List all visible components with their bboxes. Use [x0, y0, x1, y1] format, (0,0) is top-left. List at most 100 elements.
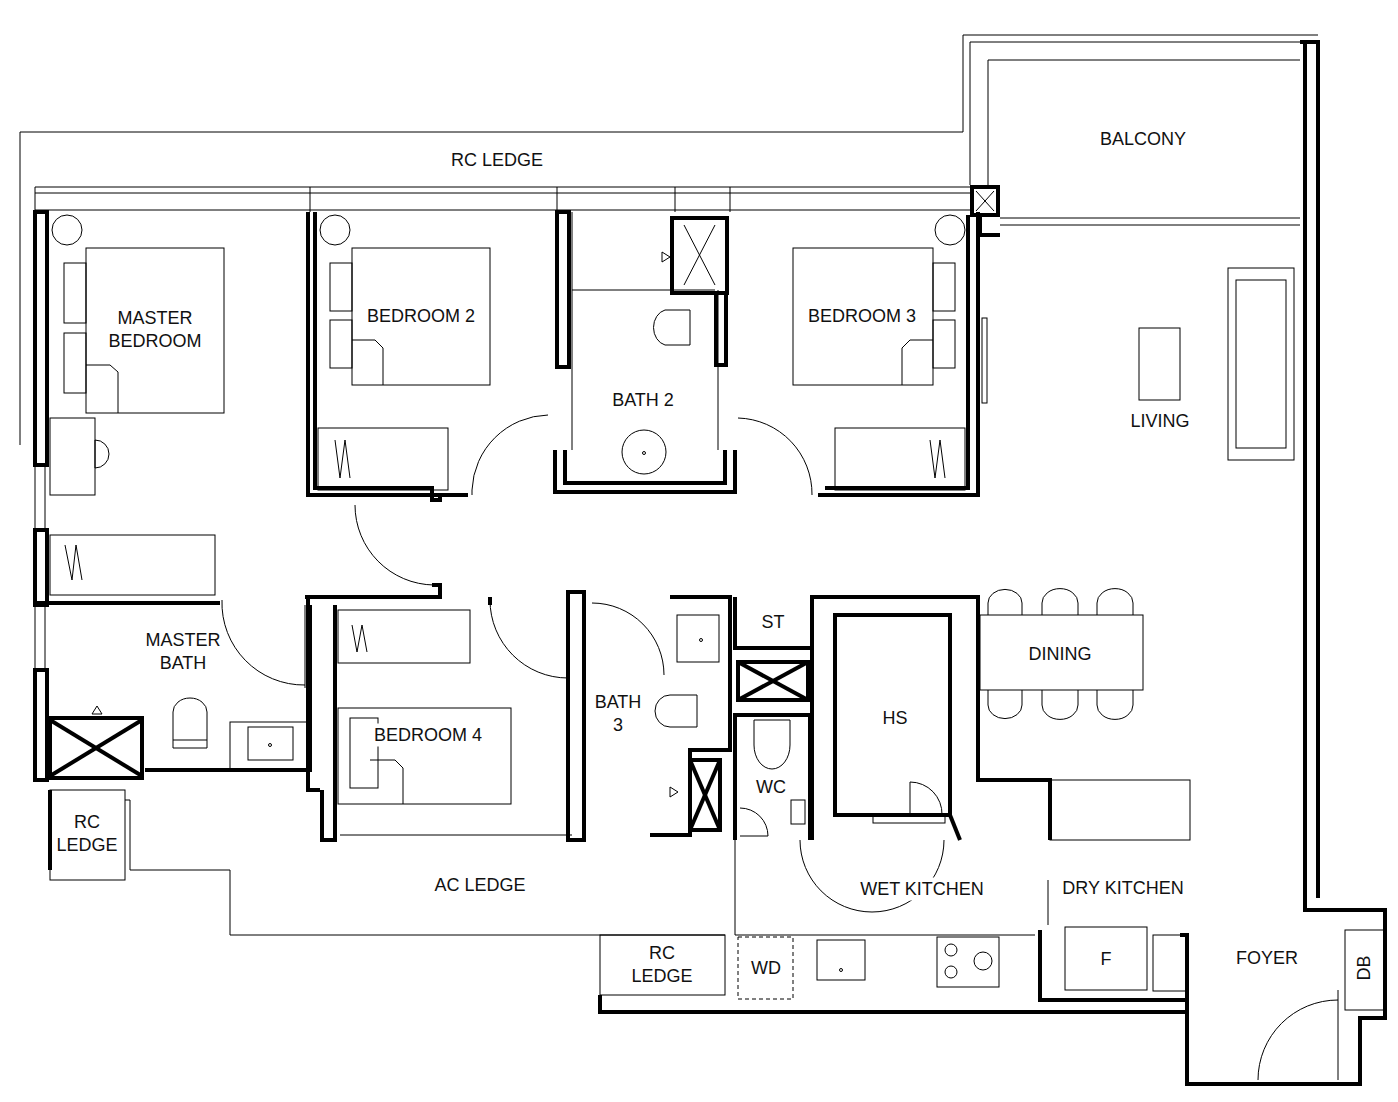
plan-rect [1139, 328, 1180, 400]
plan-polygon [670, 787, 678, 797]
room-label: BATH 3 [588, 691, 648, 737]
plan-path [173, 698, 207, 748]
room-label: MASTER BEDROOM [100, 307, 210, 353]
plan-line [1048, 880, 1049, 925]
plan-line [1338, 990, 1339, 1080]
plan-rect [64, 333, 86, 393]
plan-path [355, 505, 434, 585]
plan-rect [568, 592, 584, 840]
plan-line [50, 720, 142, 776]
plan-rect [933, 263, 955, 311]
plan-polyline [315, 212, 440, 500]
plan-circle [269, 744, 272, 747]
room-label: BATH 2 [612, 389, 674, 412]
plan-rect [50, 718, 142, 778]
room-label: MASTER BATH [138, 629, 228, 675]
plan-path [490, 600, 568, 678]
plan-line [684, 225, 715, 285]
plan-path [988, 690, 1022, 719]
room-label: DB [1353, 955, 1376, 980]
plan-line [35, 210, 970, 211]
plan-line [738, 662, 808, 700]
plan-path [1258, 1000, 1338, 1080]
plan-polyline [825, 215, 968, 488]
walls [35, 42, 1385, 1084]
plan-path [95, 440, 109, 468]
plan-path [800, 840, 944, 912]
plan-line [35, 465, 36, 530]
plan-rect [1236, 280, 1286, 448]
plan-polyline [370, 760, 403, 804]
room-label: ST [761, 611, 784, 634]
plan-line [1300, 40, 1320, 44]
plan-line [45, 605, 46, 670]
plan-rect [35, 212, 47, 465]
plan-line [35, 187, 970, 188]
plan-line [690, 760, 720, 830]
plan-line [305, 605, 306, 688]
plan-polyline [125, 800, 725, 935]
plan-path [754, 720, 790, 769]
plan-polyline [145, 605, 310, 770]
plan-path [1042, 690, 1078, 719]
plan-line [35, 193, 970, 194]
plan-polyline [308, 212, 468, 495]
plan-circle [643, 452, 646, 455]
plan-line [675, 187, 676, 212]
room-label: RC LEDGE [52, 811, 122, 857]
plan-rect [738, 662, 808, 700]
plan-path [472, 415, 548, 495]
plan-circle [974, 952, 992, 970]
room-label: WD [751, 957, 781, 980]
plan-polygon [92, 706, 102, 714]
plan-line [730, 187, 731, 212]
plan-rect [1228, 268, 1294, 460]
plan-path [222, 600, 305, 685]
room-label: WC [756, 776, 786, 799]
plan-line [45, 465, 46, 530]
plan-polyline [305, 585, 440, 597]
plan-path [1097, 690, 1133, 719]
plan-circle [945, 966, 957, 978]
plan-rect [690, 760, 720, 830]
plan-polyline [735, 597, 812, 648]
plan-polyline [322, 605, 335, 840]
room-label: BALCONY [1100, 128, 1186, 151]
plan-polyline [980, 233, 1000, 237]
plan-circle [320, 215, 350, 245]
plan-path [654, 310, 690, 345]
room-label: HS [882, 707, 907, 730]
plan-polyline [555, 450, 735, 492]
plan-path [738, 418, 812, 495]
plan-line [735, 840, 736, 935]
plan-rect [982, 318, 987, 403]
plan-polyline [970, 42, 1300, 185]
plan-polyline [930, 440, 945, 478]
plan-rect [50, 790, 125, 880]
plan-line [340, 835, 572, 836]
plan-circle [700, 639, 703, 642]
plan-rect [817, 940, 865, 980]
room-label: LIVING [1130, 410, 1189, 433]
plan-polyline [352, 625, 367, 652]
plan-polyline [352, 340, 383, 385]
plan-line [572, 212, 573, 450]
plan-rect [738, 937, 793, 999]
plan-rect [338, 708, 511, 804]
plan-polyline [335, 440, 350, 478]
plan-line [35, 187, 36, 212]
plan-rect [35, 670, 47, 780]
plan-rect [600, 935, 725, 995]
plan-line [557, 187, 558, 212]
plan-line [738, 662, 808, 700]
plan-circle [840, 969, 843, 972]
plan-polyline [812, 597, 1050, 840]
plan-rect [672, 218, 727, 293]
thin-lines [20, 35, 1385, 1080]
plan-rect [64, 263, 86, 323]
plan-rect [933, 320, 955, 368]
plan-line [35, 605, 36, 670]
plan-rect [338, 610, 470, 663]
